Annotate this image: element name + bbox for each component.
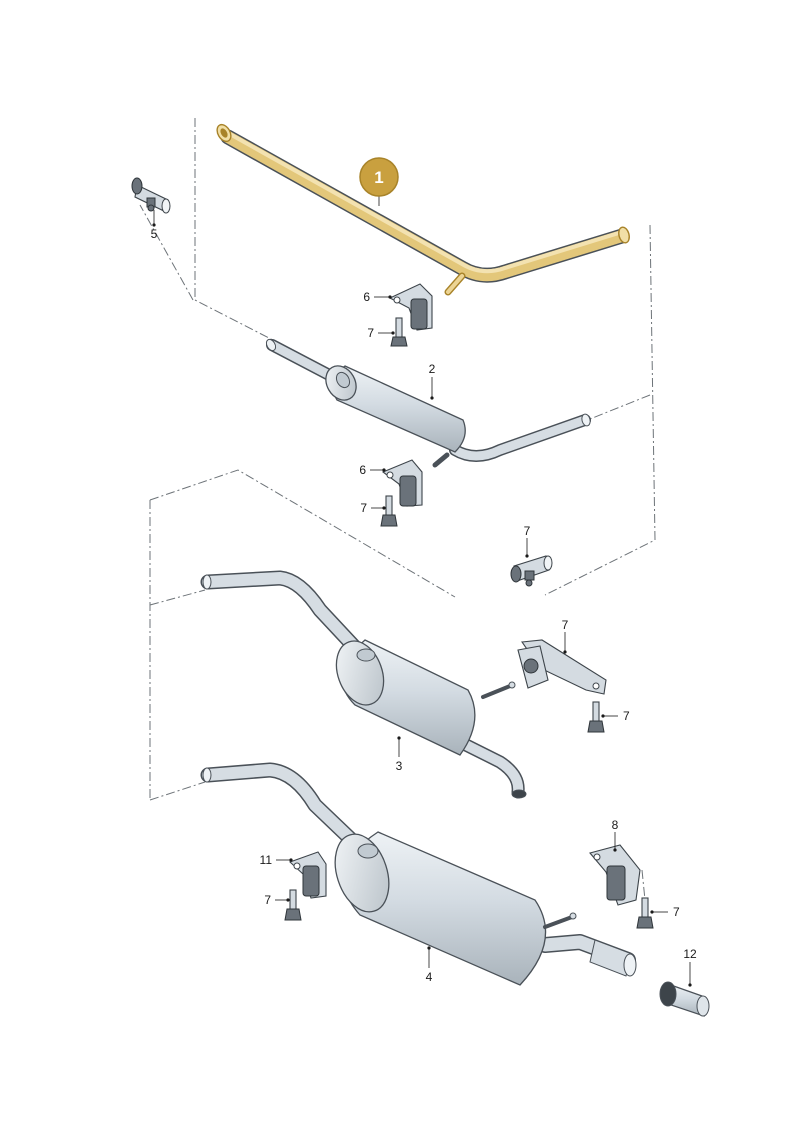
- clamp-part-10[interactable]: [510, 555, 553, 587]
- callout-7-bracket-11: 7: [264, 893, 271, 907]
- callout-7-bracket-8: 7: [673, 905, 680, 919]
- callout-3: 3: [396, 759, 403, 773]
- rear-silencer-part-4[interactable]: [200, 762, 637, 986]
- bolt-part-7-bracket-11[interactable]: [284, 889, 302, 921]
- callout-11: 11: [260, 853, 273, 867]
- callout-10: 7: [524, 524, 531, 538]
- hanger-bracket-part-6-lower[interactable]: [381, 459, 423, 507]
- mounting-bracket-part-9[interactable]: [517, 639, 607, 695]
- callout-4: 4: [426, 970, 433, 984]
- callout-8: 8: [612, 818, 619, 832]
- front-pipe-part-1[interactable]: [214, 122, 631, 296]
- part-1-badge[interactable]: 1: [359, 157, 399, 206]
- assembly-outline-upper: [139, 118, 656, 596]
- bolt-part-7-middle[interactable]: [380, 495, 398, 527]
- callout-7-middle: 7: [360, 501, 367, 515]
- callout-7-bracket-9: 7: [623, 709, 630, 723]
- bolt-part-7-bracket-9[interactable]: [587, 701, 605, 733]
- callout-9: 7: [562, 618, 569, 632]
- center-silencer-part-2[interactable]: [265, 338, 592, 468]
- callout-7-upper: 7: [367, 326, 374, 340]
- callout-2: 2: [429, 362, 436, 376]
- clamp-part-5[interactable]: [131, 177, 171, 227]
- hanger-bracket-part-8[interactable]: [589, 844, 641, 906]
- callout-12: 12: [683, 947, 697, 961]
- tailpipe-trim-part-12[interactable]: [659, 981, 710, 1017]
- callout-6-upper: 6: [363, 290, 370, 304]
- callout-5: 5: [151, 227, 158, 241]
- bolt-part-7-bracket-8[interactable]: [636, 897, 654, 929]
- hanger-bracket-part-6-upper[interactable]: [388, 283, 433, 331]
- hanger-bracket-part-11[interactable]: [288, 851, 327, 899]
- rear-silencer-part-3[interactable]: [200, 570, 527, 799]
- part-1-badge-label: 1: [374, 168, 383, 187]
- assembly-outline-lower: [149, 469, 456, 801]
- callout-6-lower: 6: [359, 463, 366, 477]
- bolt-part-7-upper[interactable]: [390, 317, 408, 347]
